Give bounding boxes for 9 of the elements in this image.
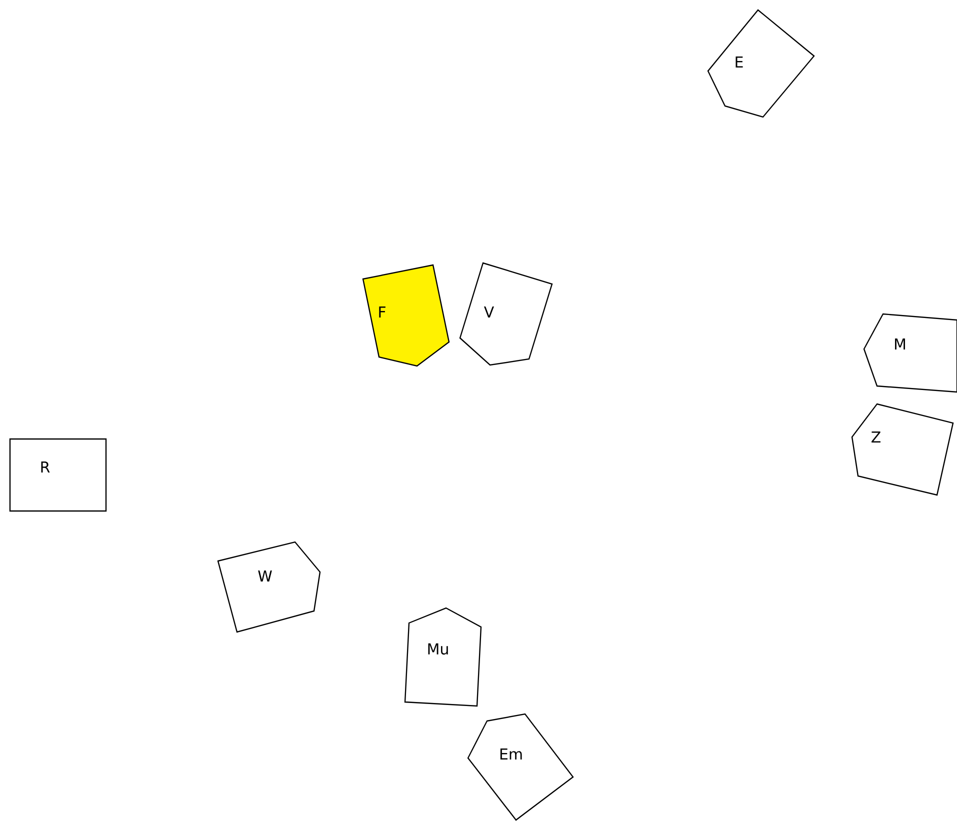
polygon-node: E — [707, 9, 815, 118]
polygon-node: Em — [467, 713, 574, 821]
polygon-node: F — [362, 264, 450, 367]
polygon-node: R — [9, 438, 107, 512]
polygon-node: M — [863, 313, 957, 393]
polygon-node: W — [217, 541, 321, 633]
polygon-node: V — [459, 262, 553, 366]
polygon-node: Z — [851, 403, 954, 496]
polygon-node: Mu — [404, 607, 482, 707]
